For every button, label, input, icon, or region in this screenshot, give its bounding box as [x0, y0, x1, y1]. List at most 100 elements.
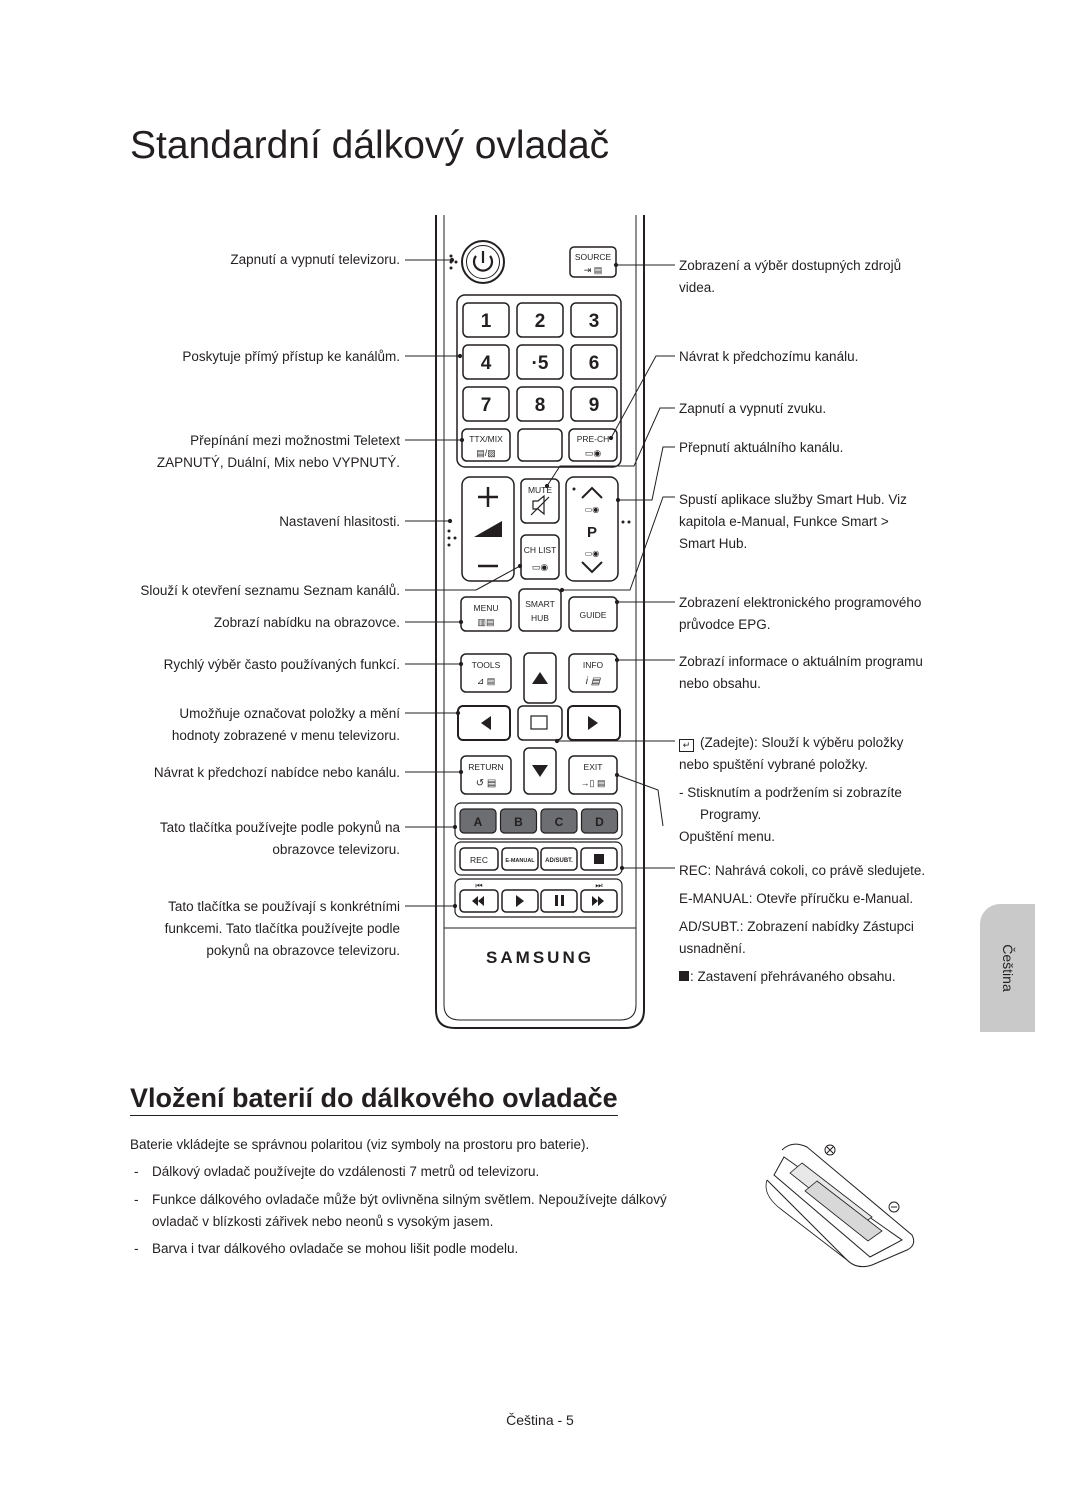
battery-intro: Baterie vkládejte se správnou polaritou … [130, 1137, 590, 1152]
label-rec: REC: Nahrává cokoli, co právě sledujete. [679, 863, 926, 878]
digit-key-4 [462, 344, 510, 380]
digit-label-6: 6 [589, 353, 600, 374]
page-footer: Čeština - 5 [506, 1412, 574, 1428]
digit-label-3: 3 [589, 311, 600, 332]
label-return: Návrat k předchozí nabídce nebo kanálu. [153, 765, 400, 780]
label-exit: Opuštění menu. [679, 829, 776, 844]
power-button-icon [461, 240, 505, 284]
label-emanual: E-MANUAL: Otevře příručku e-Manual. [679, 891, 914, 906]
label-enter-3: - Stisknutím a podržením si zobrazíte [679, 785, 902, 800]
svg-text:▭◉: ▭◉ [585, 448, 602, 458]
bullet-2: -Funkce dálkového ovladače může být ovli… [134, 1192, 667, 1207]
label-chlist: Slouží k otevření seznamu Seznam kanálů. [140, 583, 400, 598]
label-mute: Zapnutí a vypnutí zvuku. [679, 401, 827, 416]
svg-text:⊿ ▤: ⊿ ▤ [477, 676, 496, 686]
color-key-label-B: B [514, 815, 523, 829]
digit-label-2: 2 [535, 311, 546, 332]
menu-key-label: MENU [473, 603, 498, 613]
rec-key-label: REC [470, 855, 488, 865]
color-key-label-D: D [595, 815, 604, 829]
color-key-label-A: A [474, 815, 483, 829]
label-info-1: Zobrazí informace o aktuálním programu [679, 654, 923, 669]
digit-label-4: 4 [481, 353, 492, 374]
stop-icon [679, 971, 689, 981]
digit-label-·5: ·5 [532, 353, 549, 374]
label-color-2: obrazovce televizoru. [272, 842, 400, 857]
digit-key-8 [516, 386, 564, 422]
color-key-A [459, 808, 497, 834]
ttx-key-label: TTX/MIX [469, 434, 503, 444]
digit-label-8: 8 [535, 395, 546, 416]
label-enter-4: Programy. [700, 807, 762, 822]
label-dpad-1: Umožňuje označovat položky a mění [179, 706, 400, 721]
label-color-1: Tato tlačítka používejte podle pokynů na [159, 820, 400, 835]
brand-key-label: SAMSUNG [486, 948, 594, 967]
label-func-2: funkcemi. Tato tlačítka používejte podle [164, 921, 400, 936]
label-tools: Rychlý výběr často používaných funkcí. [163, 657, 400, 672]
digit-key-3 [570, 302, 618, 338]
label-source-2: videa. [679, 280, 716, 295]
bullet-2-cont: ovladač v blízkosti zářivek nebo neonů s… [152, 1214, 494, 1229]
enter-icon: ↵ [679, 739, 694, 752]
svg-text:▭◉: ▭◉ [532, 562, 549, 572]
guide-key-label: GUIDE [580, 610, 607, 620]
exit-key-label: EXIT [584, 762, 603, 772]
label-adsubt-2: usnadnění. [679, 941, 746, 956]
battery-compartment-illustration [765, 1143, 915, 1268]
svg-text:⇥ ▤: ⇥ ▤ [584, 265, 603, 275]
digit-label-7: 7 [481, 395, 492, 416]
svg-text:↺ ▤: ↺ ▤ [476, 778, 497, 789]
label-power: Zapnutí a vypnutí televizoru. [230, 252, 400, 267]
color-key-label-C: C [555, 815, 564, 829]
label-func-3: pokynů na obrazovce televizoru. [206, 943, 400, 958]
svg-text:→▯ ▤: →▯ ▤ [581, 778, 606, 788]
label-guide-2: průvodce EPG. [679, 617, 771, 632]
digit-label-1: 1 [481, 311, 492, 332]
label-func-1: Tato tlačítka se používají s konkrétními [168, 899, 400, 914]
label-teletext-2: ZAPNUTÝ, Duální, Mix nebo VYPNUTÝ. [156, 455, 400, 470]
label-teletext-1: Přepínání mezi možnostmi Teletext [190, 433, 400, 448]
svg-text:▭◉: ▭◉ [585, 505, 600, 514]
label-guide-1: Zobrazení elektronického programového [679, 595, 922, 610]
hub-key-label: HUB [531, 613, 549, 623]
digit-key-5 [516, 344, 564, 380]
label-channel: Přepnutí aktuálního kanálu. [679, 440, 844, 455]
svg-text:⏮: ⏮ [475, 881, 482, 890]
source-key-label: SOURCE [575, 252, 612, 262]
label-smarthub-2: kapitola e-Manual, Funkce Smart > [679, 514, 889, 529]
label-enter-2: nebo spuštění vybrané položky. [679, 757, 868, 772]
smart-key-label: SMART [525, 599, 555, 609]
svg-text:⏭: ⏭ [595, 881, 602, 890]
svg-text:▭◉: ▭◉ [585, 549, 600, 558]
tools-key-label: TOOLS [472, 660, 501, 670]
return-key-label: RETURN [468, 762, 503, 772]
label-info-2: nebo obsahu. [679, 676, 761, 691]
digit-key-7 [462, 386, 510, 422]
digit-key-2 [516, 302, 564, 338]
digit-key-9 [570, 386, 618, 422]
color-key-B [499, 808, 538, 834]
chlist-key-label: CH LIST [524, 545, 557, 555]
svg-text:▤/▨: ▤/▨ [476, 448, 496, 458]
bullet-1: -Dálkový ovladač používejte do vzdálenos… [134, 1164, 540, 1179]
battery-heading: Vložení baterií do dálkového ovladače [130, 1083, 618, 1116]
adsubt-key-label: AD/SUBT. [545, 858, 573, 864]
label-menu: Zobrazí nabídku na obrazovce. [213, 615, 400, 630]
label-enter-1: ↵(Zadejte): Slouží k výběru položky [679, 732, 903, 754]
label-dpad-2: hodnoty zobrazené v menu televizoru. [171, 728, 400, 743]
color-key-D [580, 808, 619, 834]
info-key-label: INFO [583, 660, 604, 670]
language-side-tab: Čeština [980, 904, 1035, 1032]
label-smarthub-3: Smart Hub. [679, 536, 748, 551]
mute-key-label: MUTE [528, 485, 552, 495]
page-title: Standardní dálkový ovladač [130, 124, 610, 167]
label-source-1: Zobrazení a výběr dostupných zdrojů [679, 258, 902, 273]
label-smarthub-1: Spustí aplikace služby Smart Hub. Viz [679, 492, 907, 507]
svg-text:▥▤: ▥▤ [477, 617, 494, 627]
prech-key-label: PRE-CH [577, 434, 610, 444]
bullet-3: -Barva i tvar dálkového ovladače se moho… [134, 1241, 519, 1256]
label-adsubt-1: AD/SUBT.: Zobrazení nabídky Zástupci [679, 919, 914, 934]
digit-label-9: 9 [589, 395, 600, 416]
label-volume: Nastavení hlasitosti. [279, 514, 400, 529]
